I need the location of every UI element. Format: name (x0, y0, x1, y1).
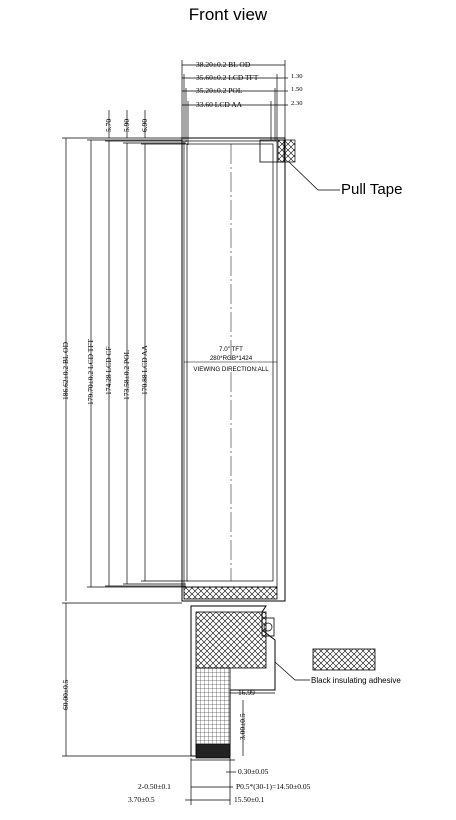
dim-side-pol: 1.50 (291, 86, 303, 93)
panel-label-viewing: VIEWING DIRECTION:ALL (193, 366, 269, 373)
dim-lcd-tft-height: 179.70±0.2 LCD TFT (86, 338, 95, 405)
dim-lcd-tft-width: 35.60±0.2 LCD TFT (196, 73, 259, 82)
dim-fpc-total: 15.50±0.1 (234, 795, 265, 804)
dim-bl-od-height: 186.62±0.2 BL OD (61, 341, 70, 400)
panel-label-resolution: 280*RGB*1424 (209, 355, 253, 362)
dim-lcd-cf-height: 174.28 LCD CF (104, 346, 113, 395)
dim-offset-2: 5.90 (122, 118, 131, 132)
dim-fpc-length: 60.00±0.5 (61, 679, 70, 710)
dim-fpc-offset: 3.70±0.5 (128, 795, 155, 804)
dim-offset-1: 5.70 (104, 118, 113, 132)
dim-fpc-height: 3.00±0.5 (238, 713, 247, 740)
dim-lcd-aa-height: 170.88 LCD AA (140, 345, 149, 395)
adhesive-callout: Black insulating adhesive (311, 676, 401, 685)
pull-tape-callout: Pull Tape (341, 181, 403, 198)
dim-pol-width: 35.20±0.2 POL (196, 86, 243, 95)
dim-lcd-aa-width: 33.60 LCD AA (196, 100, 243, 109)
dim-offset-3: 6.90 (140, 118, 149, 132)
panel-label-type: 7.0" TFT (219, 346, 243, 353)
dim-side-aa: 2.30 (291, 100, 303, 107)
dim-bl-od-width: 38.20±0.2 BL OD (196, 60, 251, 69)
dim-fpc-pitch: P0.5*(30-1)=14.50±0.05 (236, 782, 311, 791)
dim-fpc-width: 16.99 (238, 688, 255, 697)
dim-fpc-lead: 2-0.50±0.1 (138, 782, 171, 791)
dim-fpc-thickness: 0.30±0.05 (238, 767, 269, 776)
dim-side-tft: 1.30 (291, 73, 303, 80)
page-title: Front view (188, 5, 268, 24)
dim-pol-height: 173.58±0.2 POL (122, 349, 131, 400)
